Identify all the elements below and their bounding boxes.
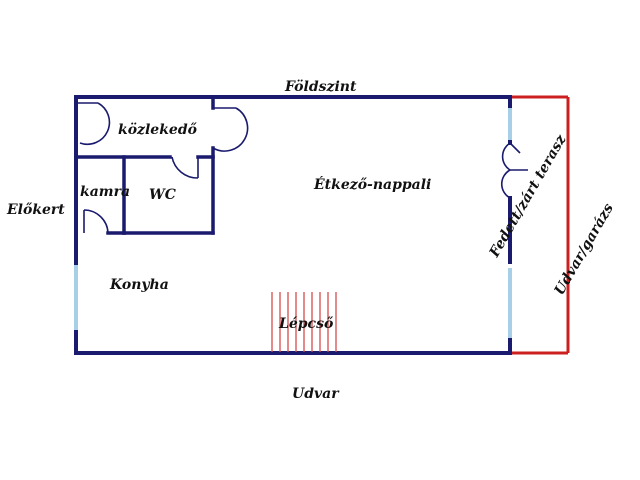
wc-label: WC [149, 187, 176, 203]
stairs [271, 292, 337, 352]
wc-door [171, 156, 199, 179]
terrace-door [501, 142, 528, 199]
windows [74, 108, 512, 338]
stairs-label: Lépcső [278, 316, 334, 332]
interior-walls [74, 95, 215, 235]
kitchen-label: Konyha [109, 277, 169, 293]
floor-title: Földszint [284, 79, 357, 95]
hallway-door [212, 107, 249, 152]
entrance-door [76, 102, 111, 146]
front-garden-label: Előkert [6, 202, 65, 218]
pantry-label: kamra [80, 184, 130, 200]
courtyard-label: Udvar [292, 386, 340, 402]
hallway-label: közlekedő [118, 122, 198, 138]
courtyard-garage-label: Udvar/garázs [552, 201, 617, 298]
doors [76, 102, 528, 234]
pantry-door [83, 209, 109, 234]
terrace-label: Fedett/zárt terasz [486, 131, 570, 260]
exterior-walls [74, 95, 512, 355]
courtyard-garage-outline [510, 95, 570, 355]
dining-living-label: Étkező-nappali [313, 175, 431, 193]
